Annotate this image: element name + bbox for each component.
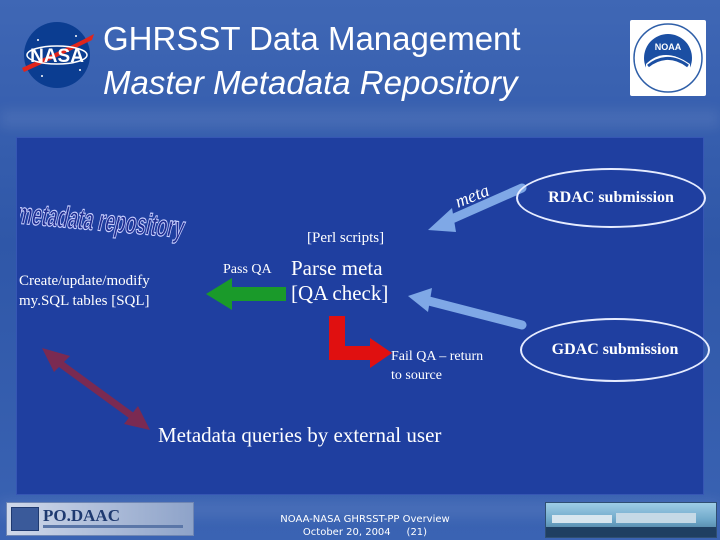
podaac-text: PO.DAAC	[43, 506, 120, 525]
gdac-submission-node: GDAC submission	[520, 318, 710, 382]
footer-caption: NOAA-NASA GHRSST-PP Overview October 20,…	[280, 513, 450, 539]
gdac-arrow	[408, 288, 527, 330]
nodc-banner	[545, 502, 717, 538]
rdac-arrow	[428, 183, 527, 232]
noaa-logo: NOAA	[630, 20, 706, 96]
fail-qa-arrow	[329, 316, 392, 368]
return-source-line: to source	[391, 368, 442, 383]
parse-meta-block: Parse meta [QA check]	[291, 256, 388, 306]
qa-check-line: [QA check]	[291, 281, 389, 305]
external-queries-label: Metadata queries by external user	[158, 423, 442, 447]
create-update-block: Create/update/modify my.SQL tables [SQL]	[19, 271, 150, 311]
gdac-label: GDAC submission	[551, 341, 679, 358]
fail-qa-block: Fail QA – return to source	[391, 347, 483, 385]
fail-qa-line: Fail QA – return	[391, 349, 484, 364]
nasa-logo: NASA	[22, 22, 94, 88]
metadata-repository-graphic: metadata repository	[20, 197, 189, 245]
rdac-submission-node: RDAC submission	[516, 168, 706, 228]
pass-qa-label: Pass QA	[223, 262, 272, 277]
svg-text:NASA: NASA	[30, 46, 84, 67]
slide-title: GHRSST Data Management	[103, 20, 521, 57]
perl-scripts-label: [Perl scripts]	[307, 230, 385, 246]
parse-meta-line: Parse meta	[291, 256, 383, 280]
create-line: Create/update/modify	[19, 273, 150, 289]
query-double-arrow	[42, 348, 150, 430]
sql-line: my.SQL tables [SQL]	[19, 293, 150, 309]
footer-line-2: October 20, 2004 (21)	[302, 527, 428, 538]
footer-line-1: NOAA-NASA GHRSST-PP Overview	[280, 514, 450, 525]
svg-text:NOAA: NOAA	[655, 42, 682, 52]
rdac-label: RDAC submission	[548, 189, 674, 206]
slide-subtitle: Master Metadata Repository	[103, 64, 518, 101]
svg-text:metadata repository: metadata repository	[20, 198, 188, 245]
pass-qa-arrow	[206, 278, 286, 310]
podaac-logo: PO.DAAC	[6, 502, 194, 536]
